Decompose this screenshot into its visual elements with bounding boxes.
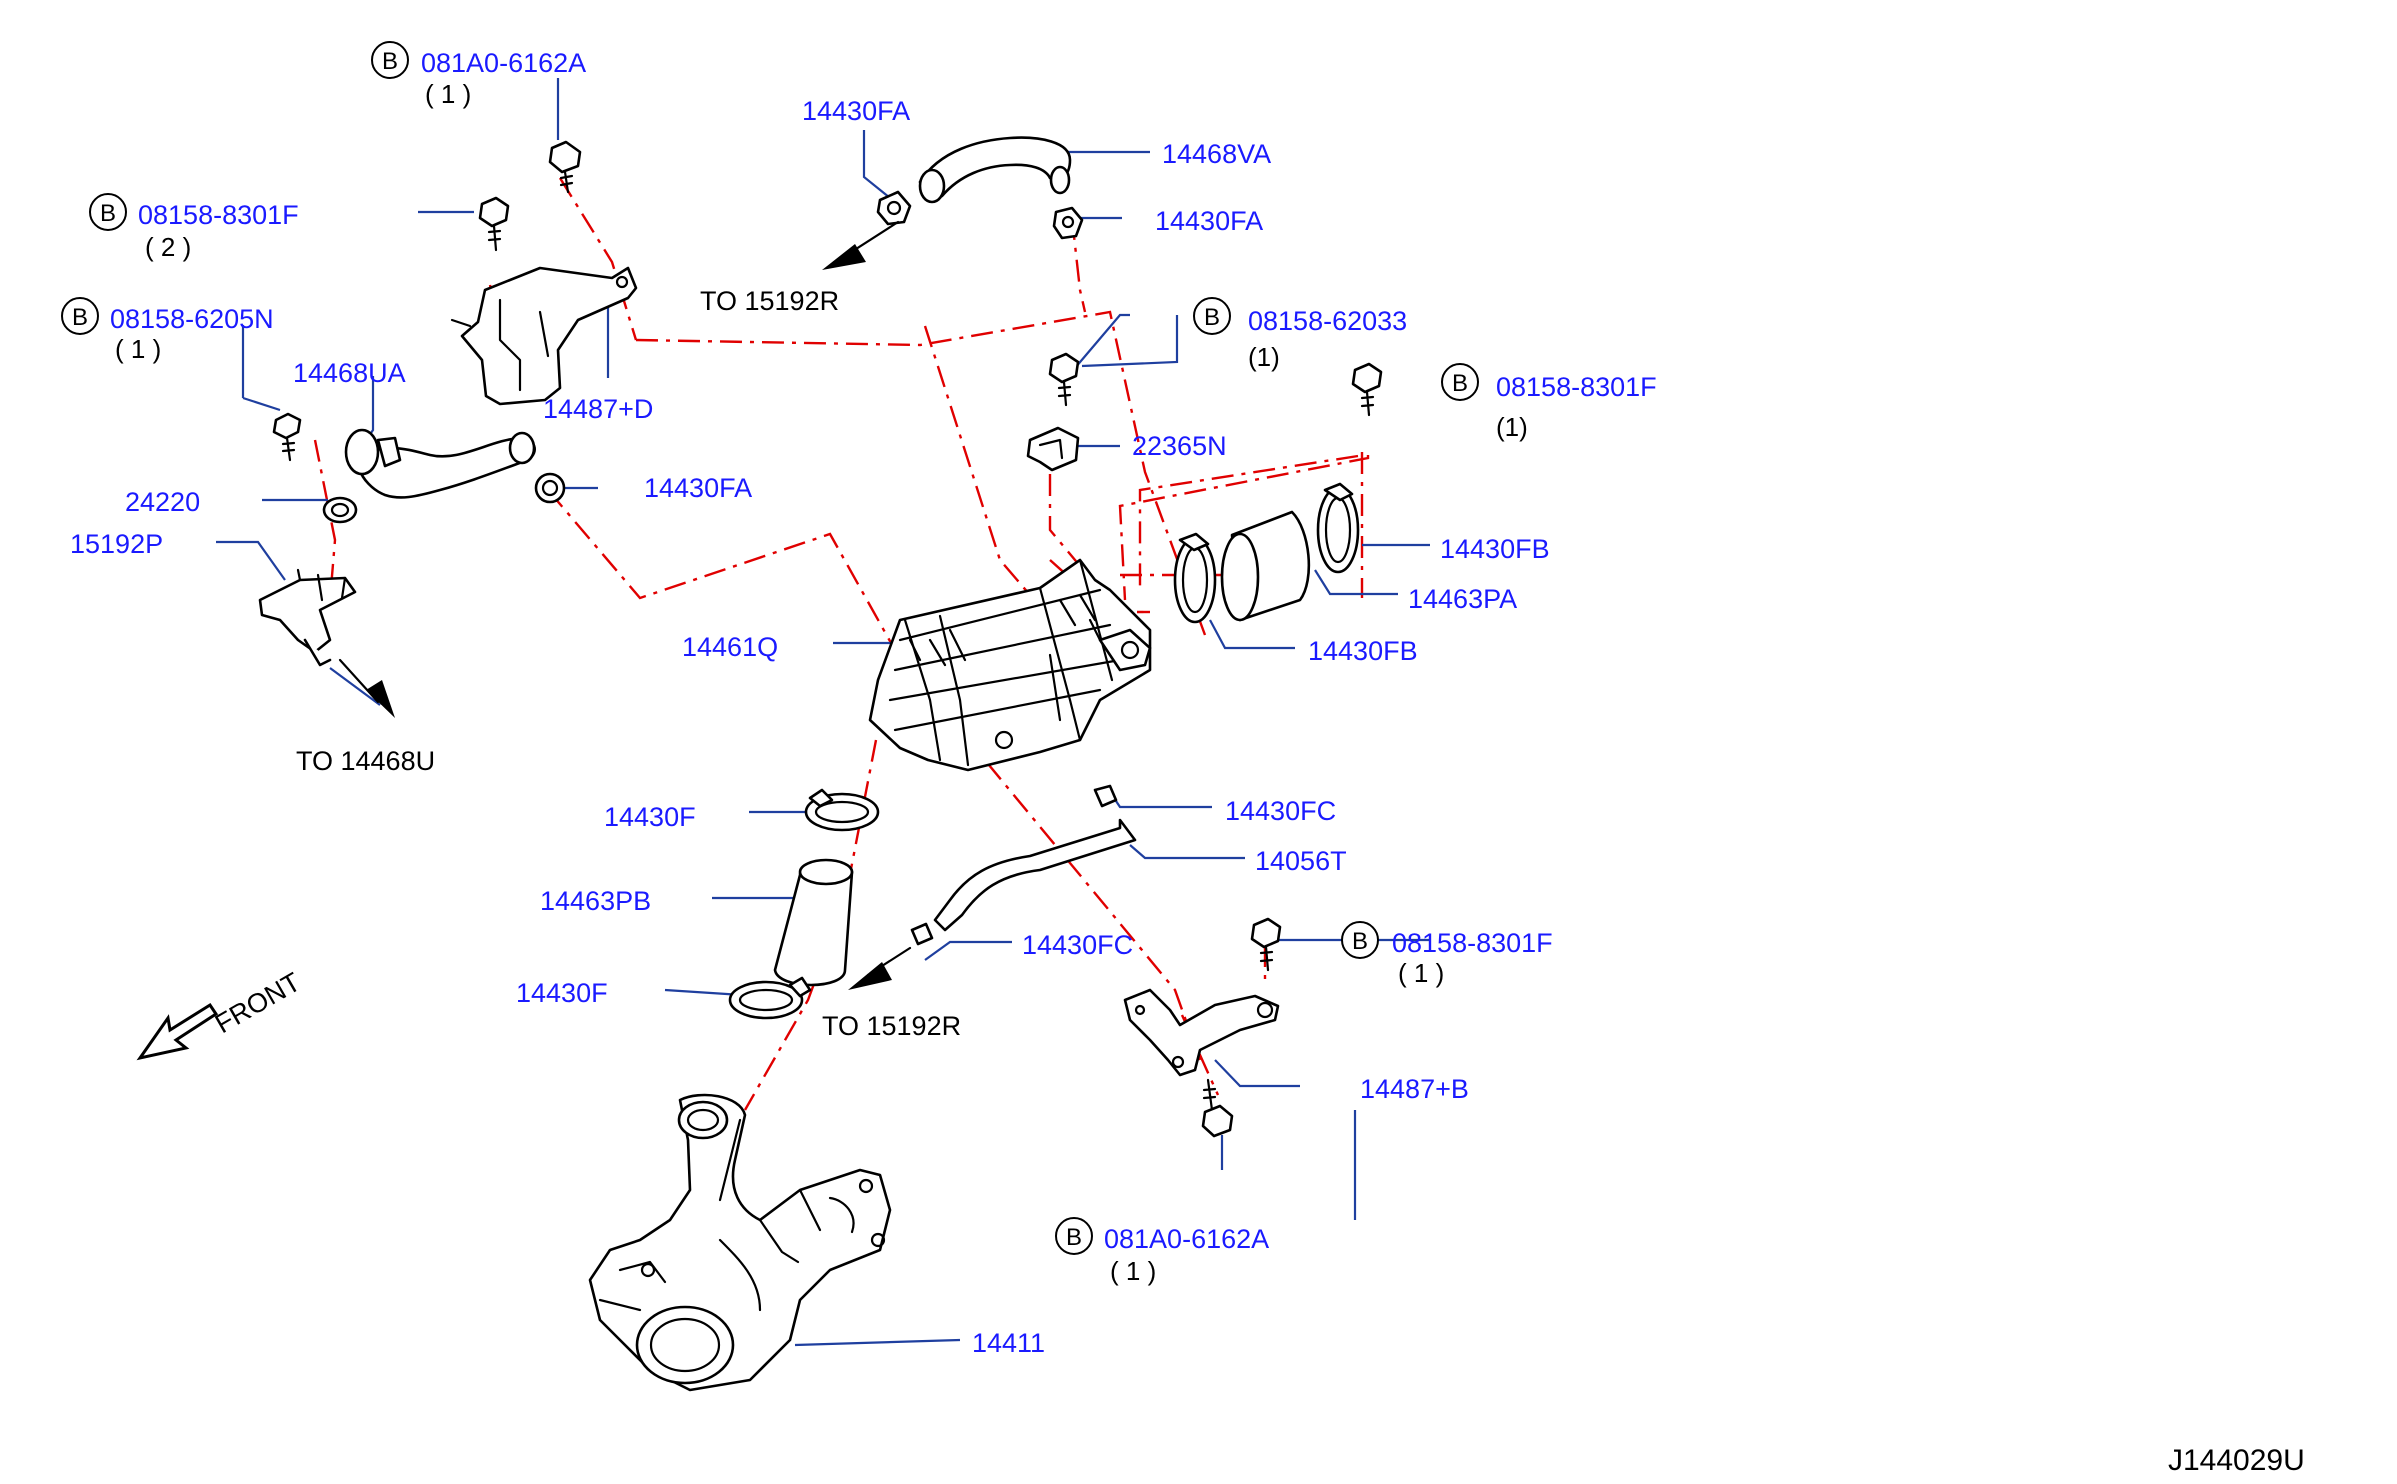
part-number: 08158-8301F xyxy=(1496,372,1657,402)
clamp-14430f-upper xyxy=(804,788,880,832)
arrow-to-15192r-bottom xyxy=(848,946,912,990)
badge-letter: B xyxy=(100,200,116,227)
arrow-to-15192r-top xyxy=(822,220,900,270)
badge-letter: B xyxy=(72,304,88,331)
label-14430fb-lower: 14430FB xyxy=(1308,636,1418,666)
label-22365n: 22365N xyxy=(1132,431,1227,461)
leader-lines xyxy=(216,78,1430,1347)
part-number: 08158-8301F xyxy=(138,200,299,230)
bolt-08158-8301f-top xyxy=(478,196,510,252)
callout-b-08158-6205n: B 08158-6205N ( 1 ) xyxy=(61,297,274,364)
label-14430fa-mid: 14430FA xyxy=(1155,206,1263,236)
badge-letter: B xyxy=(382,48,398,75)
label-24220: 24220 xyxy=(125,487,200,517)
part-number: 08158-8301F xyxy=(1392,928,1553,958)
diagram-id: J144029U xyxy=(2168,1444,2305,1477)
bolt-081a0-top xyxy=(548,140,582,194)
front-arrow-icon xyxy=(136,1002,219,1061)
bracket-14487d xyxy=(450,266,638,406)
quantity: ( 1 ) xyxy=(115,334,161,364)
connector-15192p xyxy=(258,568,357,667)
label-14430fc-upper: 14430FC xyxy=(1225,796,1336,826)
label-to-14468u: TO 14468U xyxy=(296,746,435,776)
part-number: 081A0-6162A xyxy=(421,48,586,78)
label-to-15192r-top: TO 15192R xyxy=(700,286,839,316)
arrow-to-14468u xyxy=(338,658,395,718)
part-number: 08158-62033 xyxy=(1248,306,1407,336)
clamp-14430fa-mid xyxy=(1052,206,1084,240)
pipe-14056t xyxy=(933,818,1137,932)
fitting-14430fc-upper xyxy=(1093,784,1118,808)
label-14430f-upper: 14430F xyxy=(604,802,696,832)
hose-14468va xyxy=(918,136,1072,204)
quantity: ( 1 ) xyxy=(425,79,471,109)
clamp-14430fb-upper xyxy=(1316,482,1360,574)
callout-b-08158-8301f-top: B 08158-8301F ( 2 ) xyxy=(89,193,299,262)
bolt-08158-6205n xyxy=(272,412,302,462)
quantity: ( 2 ) xyxy=(145,232,191,262)
turbocharger-14411 xyxy=(588,1093,892,1392)
clamp-14430fa-left xyxy=(534,472,566,504)
label-14487d: 14487+D xyxy=(543,394,653,424)
badge-letter: B xyxy=(1066,1224,1082,1251)
clamp-14430f-lower xyxy=(728,976,812,1020)
label-14468va: 14468VA xyxy=(1162,139,1271,169)
badge-letter: B xyxy=(1452,370,1468,397)
quantity: (1) xyxy=(1496,412,1528,442)
label-14463pa: 14463PA xyxy=(1408,584,1517,614)
clamp-14430fa-top xyxy=(876,190,912,226)
quantity: (1) xyxy=(1248,342,1280,372)
hose-14463pa xyxy=(1220,510,1311,622)
label-14411: 14411 xyxy=(972,1328,1045,1358)
hose-14463pb xyxy=(773,858,854,987)
bolt-08158-62033 xyxy=(1048,352,1080,407)
callout-b-081a0-6162a-bottom: B 081A0-6162A ( 1 ) xyxy=(1055,1217,1269,1286)
label-14461q: 14461Q xyxy=(682,632,778,662)
clamp-24220 xyxy=(322,496,358,524)
part-labels: 14430FA 14468VA 14430FA TO 15192R 14487+… xyxy=(70,96,2305,1477)
quantity: ( 1 ) xyxy=(1398,958,1444,988)
label-14463pb: 14463PB xyxy=(540,886,651,916)
label-15192p: 15192P xyxy=(70,529,163,559)
label-14430fa-top: 14430FA xyxy=(802,96,910,126)
bracket-14487b xyxy=(1123,988,1280,1077)
badge-letter: B xyxy=(1204,304,1220,331)
badge-letter: B xyxy=(1352,928,1368,955)
label-14430fa-left: 14430FA xyxy=(644,473,752,503)
bolt-08158-8301f-right xyxy=(1351,362,1383,417)
part-number: 08158-6205N xyxy=(110,304,274,334)
part-number: 081A0-6162A xyxy=(1104,1224,1269,1254)
intercooler-14461q xyxy=(868,558,1152,772)
hose-14468ua xyxy=(344,428,536,499)
quantity: ( 1 ) xyxy=(1110,1256,1156,1286)
callout-b-08158-62033: B 08158-62033 (1) xyxy=(1193,297,1407,372)
callout-b-08158-8301f-lower: B 08158-8301F ( 1 ) xyxy=(1341,921,1553,988)
callout-b-081a0-6162a-top: B 081A0-6162A ( 1 ) xyxy=(371,41,586,109)
label-14430fb-upper: 14430FB xyxy=(1440,534,1550,564)
label-14430fc-lower: 14430FC xyxy=(1022,930,1133,960)
label-14487b: 14487+B xyxy=(1360,1074,1469,1104)
label-to-15192r-bottom: TO 15192R xyxy=(822,1011,961,1041)
bolt-081a0-bottom xyxy=(1201,1078,1234,1138)
callout-b-08158-8301f-right: B 08158-8301F (1) xyxy=(1441,363,1657,442)
label-14056t: 14056T xyxy=(1255,846,1347,876)
label-14468ua: 14468UA xyxy=(293,358,406,388)
clamp-14430fb-lower xyxy=(1173,532,1217,624)
bolt-08158-8301f-lower xyxy=(1250,917,1282,972)
fitting-14430fc-lower xyxy=(910,922,934,946)
sensor-22365n xyxy=(1026,426,1080,472)
label-14430f-lower: 14430F xyxy=(516,978,608,1008)
label-front: FRONT xyxy=(210,967,306,1039)
